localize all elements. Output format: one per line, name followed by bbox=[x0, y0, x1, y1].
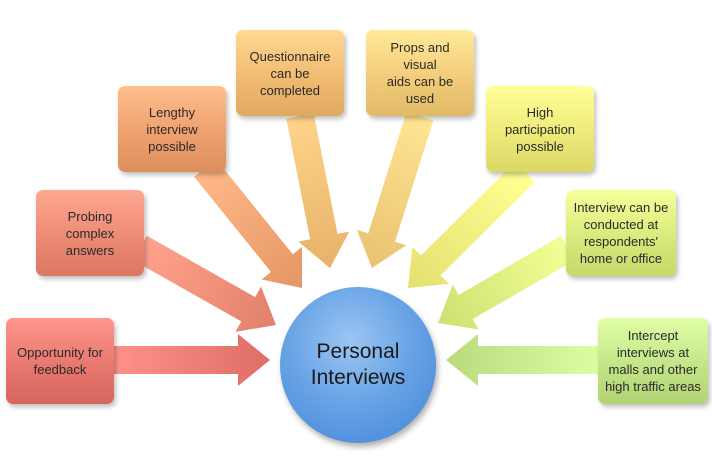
box-text-line: malls and other bbox=[608, 362, 698, 377]
center-label-line2: Interviews bbox=[310, 366, 406, 389]
arrow-probing-complex-answers bbox=[133, 235, 276, 332]
box-text-line: Questionnaire bbox=[249, 48, 331, 64]
box-text-line: feedback bbox=[33, 362, 87, 377]
center-circle: Personal Interviews bbox=[280, 287, 436, 443]
arrow-opportunity-for-feedback bbox=[114, 334, 270, 386]
box-text-line: completed bbox=[260, 82, 320, 98]
box-text-line: interview bbox=[146, 121, 198, 137]
center-label-line1: Personal bbox=[316, 340, 400, 363]
box-text-line: answers bbox=[65, 242, 115, 258]
arrow-questionnaire-can-be-completed bbox=[286, 113, 350, 268]
box-text-line: Probing complex bbox=[65, 208, 115, 241]
box-text-line: participation bbox=[504, 121, 576, 137]
box-text-line: Props and visual bbox=[390, 40, 450, 72]
box-text-line: Interview can be bbox=[573, 200, 669, 215]
box-text-line: Intercept bbox=[627, 328, 679, 343]
arrow-props-and-visual-aids bbox=[356, 111, 434, 268]
box-text-line: conducted at bbox=[583, 217, 659, 232]
arrow-high-participation-possible bbox=[408, 162, 535, 288]
arrow-lengthy-interview-possible bbox=[194, 159, 303, 288]
box-text-line: can be bbox=[270, 65, 310, 81]
box-text-line: interviews at bbox=[616, 345, 690, 360]
box-text-line: respondents' bbox=[583, 234, 659, 249]
arrow-intercept-interviews-at-malls bbox=[446, 334, 598, 386]
box-text-line: possible bbox=[516, 138, 564, 154]
box-text-line: possible bbox=[148, 138, 196, 154]
box-text-line: Opportunity for bbox=[17, 345, 103, 360]
box-text-line: home or office bbox=[579, 251, 663, 266]
arrow-interview-at-home-or-office bbox=[438, 235, 575, 330]
box-interview-at-home-or-office: Interview can be conducted at respondents'… bbox=[566, 190, 676, 276]
box-intercept-interviews-at-malls: Intercept interviews at malls and other hig… bbox=[598, 318, 708, 404]
box-text-line: aids can be used bbox=[386, 74, 454, 106]
box-opportunity-for-feedback: Opportunity for feedback bbox=[6, 318, 114, 404]
box-text-line: High bbox=[526, 104, 554, 120]
box-text-line: Lengthy bbox=[148, 104, 196, 120]
box-text-line: high traffic areas bbox=[605, 379, 701, 394]
